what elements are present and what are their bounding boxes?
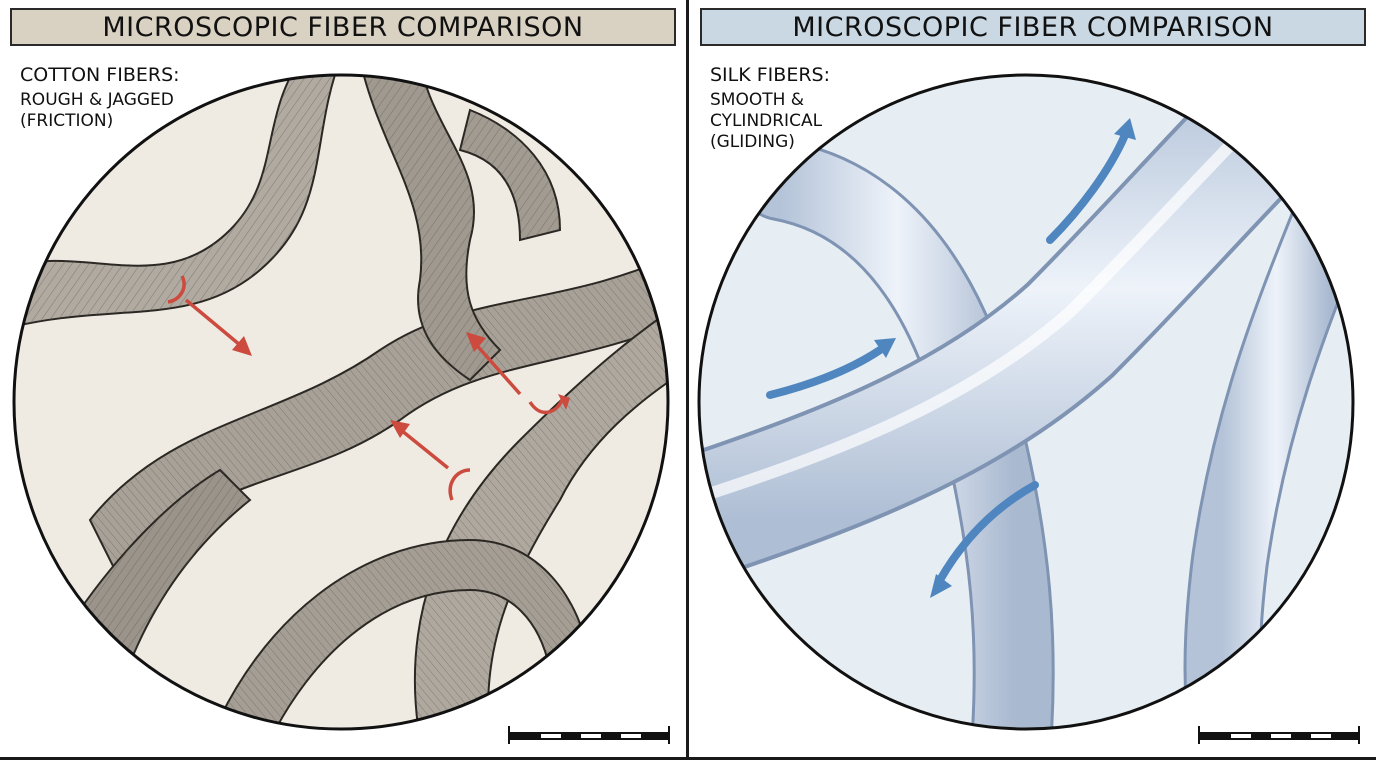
silk-lens-rim — [697, 73, 1355, 731]
friction-arrow-icon — [394, 424, 450, 470]
friction-hook-icon — [448, 468, 471, 501]
silk-caption-line-2: CYLINDRICAL — [710, 111, 823, 131]
friction-arrowheads — [232, 332, 570, 438]
silk-fibers — [699, 75, 1353, 729]
cotton-caption: COTTON FIBERS: ROUGH & JAGGED (FRICTION) — [20, 64, 180, 132]
glide-arrow-icon — [1046, 131, 1129, 244]
silk-fiber — [699, 75, 1350, 580]
glide-arrow-icon — [766, 346, 884, 399]
cotton-fiber-shading — [90, 250, 668, 580]
cotton-fiber-shading — [360, 75, 500, 380]
cotton-fibers — [14, 75, 668, 729]
cotton-fiber-shading — [414, 300, 668, 729]
glide-arrowheads — [874, 118, 1136, 598]
cotton-panel-title: MICROSCOPIC FIBER COMPARISON — [10, 8, 676, 46]
silk-caption-line-3: (GLIDING) — [710, 132, 795, 153]
cotton-caption-line-1: ROUGH & JAGGED — [20, 89, 174, 110]
friction-arrow-icon — [184, 298, 248, 352]
arrowhead-icon — [232, 336, 252, 356]
friction-hook-icon — [167, 275, 186, 304]
bottom-rule — [0, 757, 1376, 760]
silk-caption-heading: SILK FIBERS: — [710, 64, 830, 86]
arrowhead-icon — [930, 574, 952, 598]
arrowhead-icon — [558, 394, 570, 410]
cotton-caption-line-2: (FRICTION) — [20, 111, 114, 131]
cotton-caption-heading: COTTON FIBERS: — [20, 64, 180, 86]
cotton-panel: MICROSCOPIC FIBER COMPARISON COTTON FIBE… — [0, 0, 686, 758]
friction-arrows — [167, 275, 564, 501]
cotton-fiber-shading — [460, 110, 560, 240]
glide-arrow-icon — [936, 481, 1039, 584]
silk-caption: SILK FIBERS: SMOOTH & CYLINDRICAL (GLIDI… — [710, 64, 830, 154]
silk-fiber-highlight — [699, 78, 1296, 506]
cotton-lens-rim — [12, 73, 670, 731]
silk-scale-bar — [1198, 726, 1360, 744]
friction-hook-icon — [528, 399, 564, 414]
silk-caption-line-1: SMOOTH & — [710, 89, 805, 110]
cotton-fiber-shading — [14, 75, 340, 330]
silk-microscope-view — [697, 73, 1355, 731]
arrowhead-icon — [1114, 118, 1136, 140]
friction-arrow-icon — [470, 338, 522, 396]
panel-divider — [686, 0, 689, 758]
arrowhead-icon — [874, 338, 896, 358]
silk-panel-title: MICROSCOPIC FIBER COMPARISON — [700, 8, 1366, 46]
cotton-fiber-shading — [210, 540, 590, 729]
silk-panel: MICROSCOPIC FIBER COMPARISON SILK FIBERS… — [690, 0, 1376, 758]
glide-arrows — [766, 131, 1129, 584]
arrowhead-icon — [466, 332, 486, 352]
cotton-scale-bar — [508, 726, 670, 744]
cotton-microscope-view — [12, 73, 670, 731]
arrowhead-icon — [390, 420, 410, 438]
